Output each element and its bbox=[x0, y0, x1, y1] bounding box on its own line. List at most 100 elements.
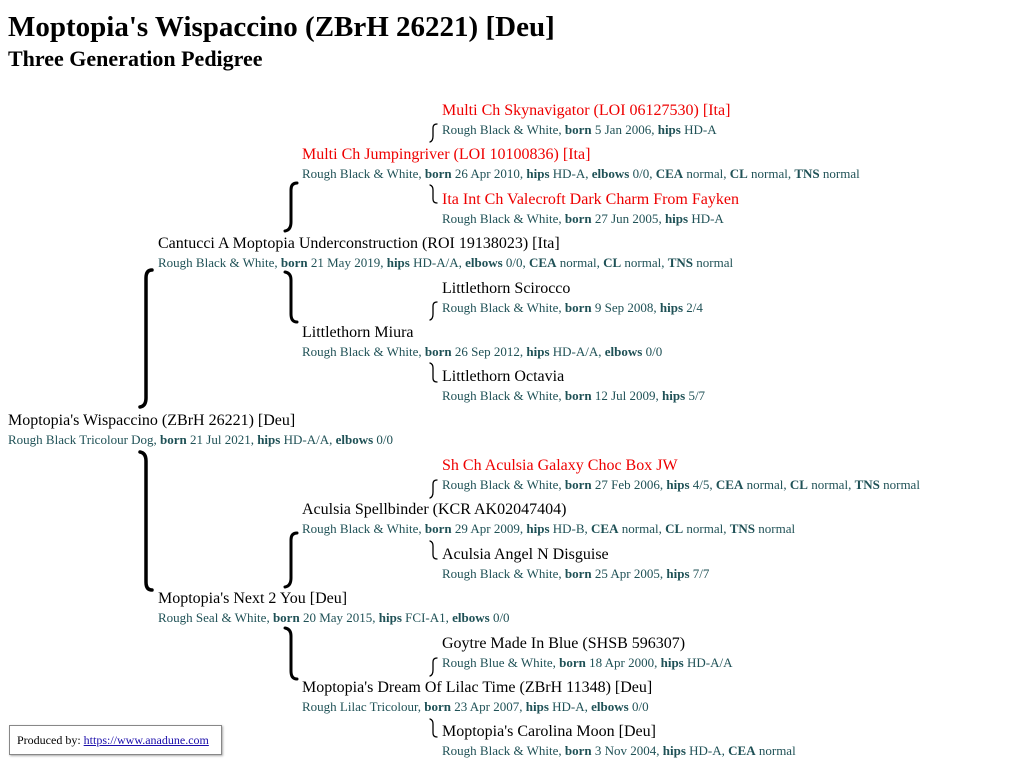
pedigree-sire-sire-dam: Ita Int Ch Valecroft Dark Charm From Fay… bbox=[442, 190, 739, 228]
health-test-label: CL bbox=[789, 477, 808, 492]
health-test-label: hips bbox=[666, 477, 690, 492]
health-test-value: FCI-A1 bbox=[405, 610, 446, 625]
health-test-value: HD-A/A bbox=[687, 655, 733, 670]
health-test-value: 0/0 bbox=[632, 166, 650, 181]
born-label: born bbox=[564, 566, 592, 581]
health-test-value: 7/7 bbox=[692, 566, 710, 581]
dog-name: Goytre Made In Blue (SHSB 596307) bbox=[442, 635, 686, 652]
health-test-value: 0/0 bbox=[645, 344, 663, 359]
dog-details: Rough Black & White, born 12 Jul 2009, h… bbox=[442, 388, 706, 403]
born-label: born bbox=[564, 122, 592, 137]
dog-name: Littlethorn Scirocco bbox=[442, 280, 571, 297]
health-test-value: HD-A bbox=[684, 122, 717, 137]
dog-details: Rough Black & White, born 29 Apr 2009, h… bbox=[302, 521, 796, 536]
bracket-dam bbox=[138, 450, 154, 592]
bracket-sire bbox=[138, 268, 154, 409]
born-label: born bbox=[424, 699, 451, 714]
health-test-value: HD-A bbox=[689, 743, 722, 758]
dog-born-date: 26 Apr 2010 bbox=[454, 166, 520, 181]
health-test-label: elbows bbox=[465, 255, 503, 270]
pedigree-dam-sire-sire: Sh Ch Aculsia Galaxy Choc Box JW Rough Bl… bbox=[442, 456, 920, 494]
bracket-sire-sire-dam bbox=[429, 184, 438, 204]
bracket-dam-sire-dam bbox=[429, 540, 438, 560]
health-test-label: hips bbox=[664, 211, 689, 226]
dog-name: Ita Int Ch Valecroft Dark Charm From Fay… bbox=[442, 191, 739, 208]
bracket-dam-dam bbox=[283, 626, 299, 681]
dog-name: Moptopia's Dream Of Lilac Time (ZBrH 113… bbox=[302, 679, 653, 696]
health-test-value: normal bbox=[559, 255, 597, 270]
health-test-value: normal bbox=[746, 477, 784, 492]
dog-coat: Rough Black & White bbox=[442, 388, 559, 403]
bracket-dam-dam-dam bbox=[429, 718, 438, 738]
dog-name: Aculsia Spellbinder (KCR AK02047404) bbox=[302, 501, 567, 518]
health-test-label: TNS bbox=[794, 166, 820, 181]
health-test-value: 0/0 bbox=[376, 432, 394, 447]
health-test-label: hips bbox=[662, 388, 686, 403]
health-test-label: hips bbox=[659, 300, 684, 315]
dog-details: Rough Black & White, born 27 Jun 2005, h… bbox=[442, 211, 724, 226]
health-test-value: 4/5 bbox=[692, 477, 710, 492]
dog-coat: Rough Black & White bbox=[442, 743, 559, 758]
health-test-label: CEA bbox=[715, 477, 744, 492]
health-test-label: TNS bbox=[667, 255, 694, 270]
pedigree-dam-dam-sire: Goytre Made In Blue (SHSB 596307)Rough B… bbox=[442, 634, 733, 672]
health-test-label: hips bbox=[666, 566, 690, 581]
dog-born-date: 20 May 2015 bbox=[302, 610, 373, 625]
health-test-label: elbows bbox=[591, 166, 630, 181]
dog-born-date: 12 Jul 2009 bbox=[594, 388, 656, 403]
health-test-label: hips bbox=[526, 166, 550, 181]
health-test-label: hips bbox=[526, 344, 550, 359]
pedigree-subject: Moptopia's Wispaccino (ZBrH 26221) [Deu]… bbox=[8, 411, 393, 449]
dog-born-date: 18 Apr 2000 bbox=[589, 655, 655, 670]
health-test-label: CL bbox=[665, 521, 684, 536]
health-test-value: 0/0 bbox=[492, 610, 510, 625]
dog-born-date: 5 Jan 2006 bbox=[594, 122, 652, 137]
health-test-label: CEA bbox=[529, 255, 557, 270]
health-test-value: HD-A/A bbox=[283, 432, 330, 447]
bracket-sire-dam-sire bbox=[429, 301, 438, 321]
health-test-label: elbows bbox=[604, 344, 643, 359]
pedigree-sire-sire: Multi Ch Jumpingriver (LOI 10100836) [It… bbox=[302, 145, 860, 183]
health-test-label: elbows bbox=[335, 432, 374, 447]
dog-details: Rough Black & White, born 27 Feb 2006, h… bbox=[442, 477, 920, 492]
health-test-value: normal bbox=[686, 166, 724, 181]
dog-name: Sh Ch Aculsia Galaxy Choc Box JW bbox=[442, 457, 678, 474]
health-test-label: elbows bbox=[591, 699, 629, 714]
bracket-sire-sire bbox=[283, 181, 299, 233]
produced-by-link[interactable]: https://www.anadune.com bbox=[83, 733, 209, 747]
dog-details: Rough Black & White, born 21 May 2019, h… bbox=[158, 255, 734, 270]
dog-name: Littlethorn Miura bbox=[302, 324, 414, 341]
dog-coat: Rough Black & White bbox=[442, 566, 559, 581]
dog-coat: Rough Black & White bbox=[442, 300, 559, 315]
pedigree-sire-sire-sire: Multi Ch Skynavigator (LOI 06127530) [It… bbox=[442, 101, 730, 139]
dog-details: Rough Black & White, born 3 Nov 2004, hi… bbox=[442, 743, 796, 758]
health-test-value: HD-B bbox=[552, 521, 585, 536]
dog-coat: Rough Black & White bbox=[302, 344, 419, 359]
dog-coat: Rough Black & White bbox=[442, 477, 559, 492]
dog-name: Littlethorn Octavia bbox=[442, 368, 565, 385]
pedigree-dam-dam: Moptopia's Dream Of Lilac Time (ZBrH 113… bbox=[302, 678, 652, 716]
dog-born-date: 21 Jul 2021 bbox=[190, 432, 251, 447]
pedigree-dam-sire: Aculsia Spellbinder (KCR AK02047404) Roug… bbox=[302, 500, 795, 538]
dog-details: Rough Black & White, born 26 Apr 2010, h… bbox=[302, 166, 860, 181]
bracket-dam-sire-sire bbox=[429, 479, 438, 499]
dog-name: Cantucci A Moptopia Underconstruction (R… bbox=[158, 235, 560, 252]
health-test-value: normal bbox=[751, 166, 788, 181]
dog-born-date: 27 Feb 2006 bbox=[594, 477, 660, 492]
dog-details: Rough Black & White, born 9 Sep 2008, hi… bbox=[442, 300, 703, 315]
health-test-value: HD-A bbox=[691, 211, 724, 226]
health-test-value: HD-A bbox=[552, 166, 586, 181]
dog-name: Multi Ch Jumpingriver (LOI 10100836) [It… bbox=[302, 146, 591, 163]
born-label: born bbox=[564, 477, 592, 492]
health-test-value: HD-A/A bbox=[552, 344, 599, 359]
dog-born-date: 3 Nov 2004 bbox=[594, 743, 657, 758]
health-test-label: CEA bbox=[591, 521, 619, 536]
dog-born-date: 26 Sep 2012 bbox=[454, 344, 520, 359]
born-label: born bbox=[280, 255, 308, 270]
dog-coat: Rough Black & White bbox=[442, 211, 559, 226]
health-test-label: hips bbox=[657, 122, 681, 137]
